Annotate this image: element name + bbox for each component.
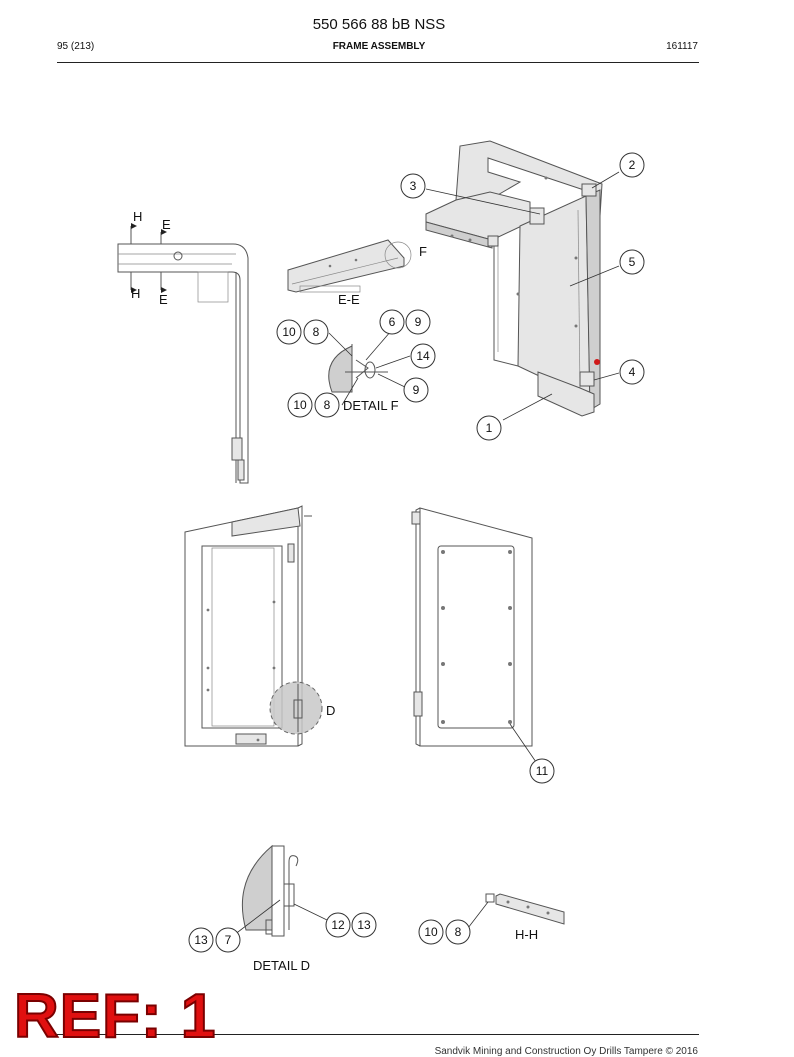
footer-copyright: Sandvik Mining and Construction Oy Drill… bbox=[434, 1046, 698, 1057]
section-e-bottom-label: E bbox=[159, 292, 168, 307]
callout-9-top: 9 bbox=[415, 315, 422, 329]
detail-d-label: DETAIL D bbox=[253, 958, 310, 973]
callout-10-top: 10 bbox=[282, 325, 296, 339]
footer-rule bbox=[57, 1034, 699, 1035]
document-number: 550 566 88 bB NSS bbox=[312, 16, 446, 33]
callout-3: 3 bbox=[410, 179, 417, 193]
callout-13-left: 13 bbox=[194, 933, 208, 947]
callout-8-bottom: 8 bbox=[455, 925, 462, 939]
callout-13-right: 13 bbox=[357, 918, 371, 932]
callout-1: 1 bbox=[486, 421, 493, 435]
detail-d-marker: D bbox=[326, 703, 335, 718]
header-rule bbox=[57, 62, 699, 63]
callout-6: 6 bbox=[389, 315, 396, 329]
section-ee-label: E-E bbox=[338, 292, 360, 307]
callout-12: 12 bbox=[331, 918, 345, 932]
date-code: 161117 bbox=[666, 41, 698, 52]
rear-panel-view bbox=[411, 507, 537, 763]
side-profile-view bbox=[117, 223, 249, 484]
callout-4: 4 bbox=[629, 365, 636, 379]
callout-10-bottom: 10 bbox=[424, 925, 438, 939]
section-hh-view bbox=[467, 893, 565, 929]
section-h-bottom-label: H bbox=[131, 286, 140, 301]
callout-9-bottom: 9 bbox=[413, 383, 420, 397]
callout-2: 2 bbox=[629, 158, 636, 172]
detail-f-marker: F bbox=[419, 244, 427, 259]
section-e-top-label: E bbox=[162, 217, 171, 232]
section-ee-view bbox=[287, 239, 412, 293]
page-number: 95 (213) bbox=[57, 41, 95, 52]
detail-f-label: DETAIL F bbox=[343, 398, 399, 413]
section-title: FRAME ASSEMBLY bbox=[332, 41, 426, 52]
section-h-top-label: H bbox=[133, 209, 142, 224]
front-panel-view bbox=[184, 505, 323, 747]
callout-14: 14 bbox=[416, 349, 430, 363]
isometric-frame-view bbox=[425, 140, 620, 421]
callout-bubbles: 1 2 3 4 5 6 9 10 8 14 9 10 8 11 12 13 13… bbox=[188, 152, 645, 953]
ref-stamp: REF: 1 bbox=[13, 982, 217, 1051]
callout-8-middle: 8 bbox=[324, 398, 331, 412]
callout-8-top: 8 bbox=[313, 325, 320, 339]
callout-5: 5 bbox=[629, 255, 636, 269]
callout-11: 11 bbox=[536, 764, 549, 778]
callout-10-middle: 10 bbox=[293, 398, 307, 412]
section-hh-label: H-H bbox=[515, 927, 538, 942]
detail-d-view bbox=[233, 844, 328, 937]
detail-f-view bbox=[328, 330, 411, 406]
callout-7: 7 bbox=[225, 933, 232, 947]
